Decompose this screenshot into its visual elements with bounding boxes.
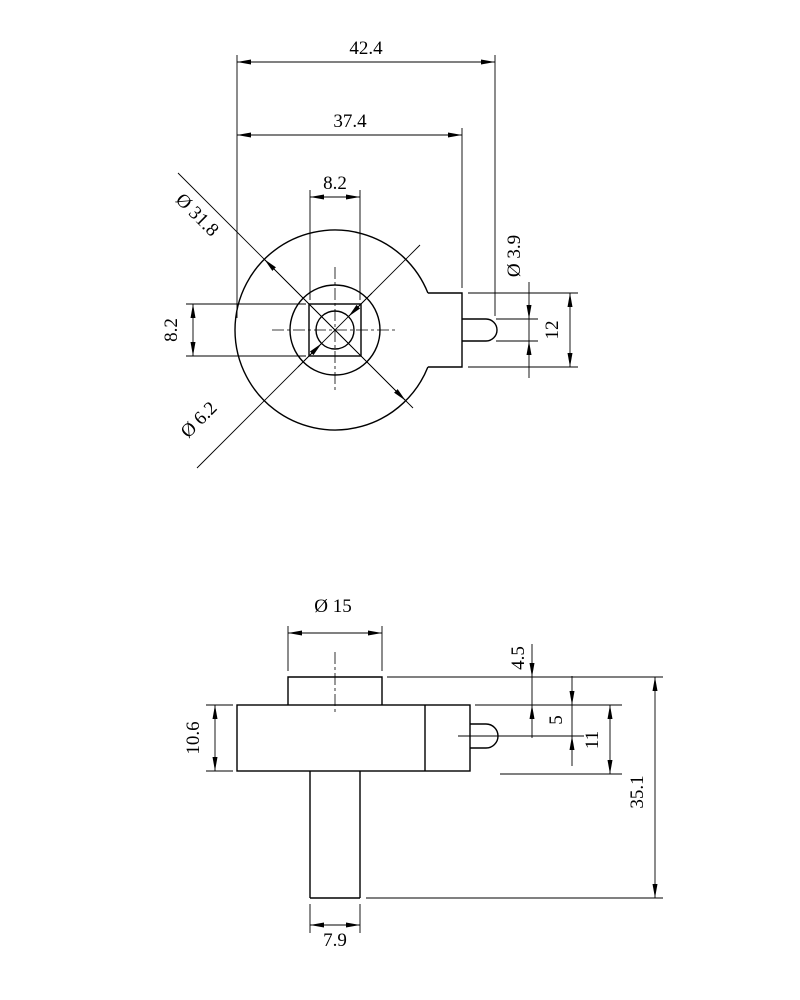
dim-slot-height: 8.2: [161, 303, 306, 357]
dim-tab-height: 12: [468, 292, 578, 368]
front-view-outline: [236, 652, 584, 899]
dim-label: 7.9: [323, 930, 347, 951]
dim-pin-lower-offset: 11: [500, 705, 622, 775]
dimension-arrow: [348, 292, 373, 317]
dim-label: 12: [542, 321, 563, 340]
dim-body-height: 10.6: [183, 704, 233, 772]
dim-shaft-width: 7.9: [309, 904, 361, 951]
dim-pin-diameter: Ø 3.9: [496, 235, 538, 378]
top-view-outline: [234, 229, 498, 431]
dim-label: 10.6: [183, 721, 204, 754]
dim-body-width: 37.4: [237, 111, 463, 288]
dim-label: Ø 31.8: [171, 189, 222, 240]
dim-label: 5: [546, 715, 567, 725]
dim-boss-height: 4.5: [387, 644, 663, 738]
dim-label: 8.2: [161, 318, 182, 342]
dim-label: 8.2: [323, 173, 347, 194]
dim-pin-center-offset: 5: [546, 676, 575, 766]
dimension-arrow: [263, 258, 336, 331]
dim-slot-width: 8.2: [309, 173, 361, 300]
dim-label: 4.5: [508, 646, 529, 670]
outer-circle: [234, 229, 429, 431]
front-view: Ø 15 10.6 4.5 5: [183, 596, 663, 951]
dim-overall-height: 35.1: [366, 677, 663, 899]
dim-label: 37.4: [333, 111, 367, 132]
dim-boss-diameter: Ø 15: [287, 596, 383, 671]
dim-label: 42.4: [349, 38, 383, 59]
top-view: 42.4 37.4 8.2 Ø 31.8: [161, 38, 578, 469]
side-tab: [427, 292, 463, 368]
dim-label: 11: [582, 731, 603, 749]
dim-label: Ø 6.2: [177, 398, 222, 443]
dim-label: Ø 15: [314, 596, 351, 617]
dimension-arrow: [334, 329, 407, 402]
side-pin: [462, 318, 498, 342]
dim-label: Ø 3.9: [504, 235, 525, 277]
body-rect: [236, 704, 471, 772]
dim-label: 35.1: [627, 775, 648, 808]
dimension-arrow: [297, 343, 322, 368]
dim-overall-width: 42.4: [236, 38, 496, 318]
